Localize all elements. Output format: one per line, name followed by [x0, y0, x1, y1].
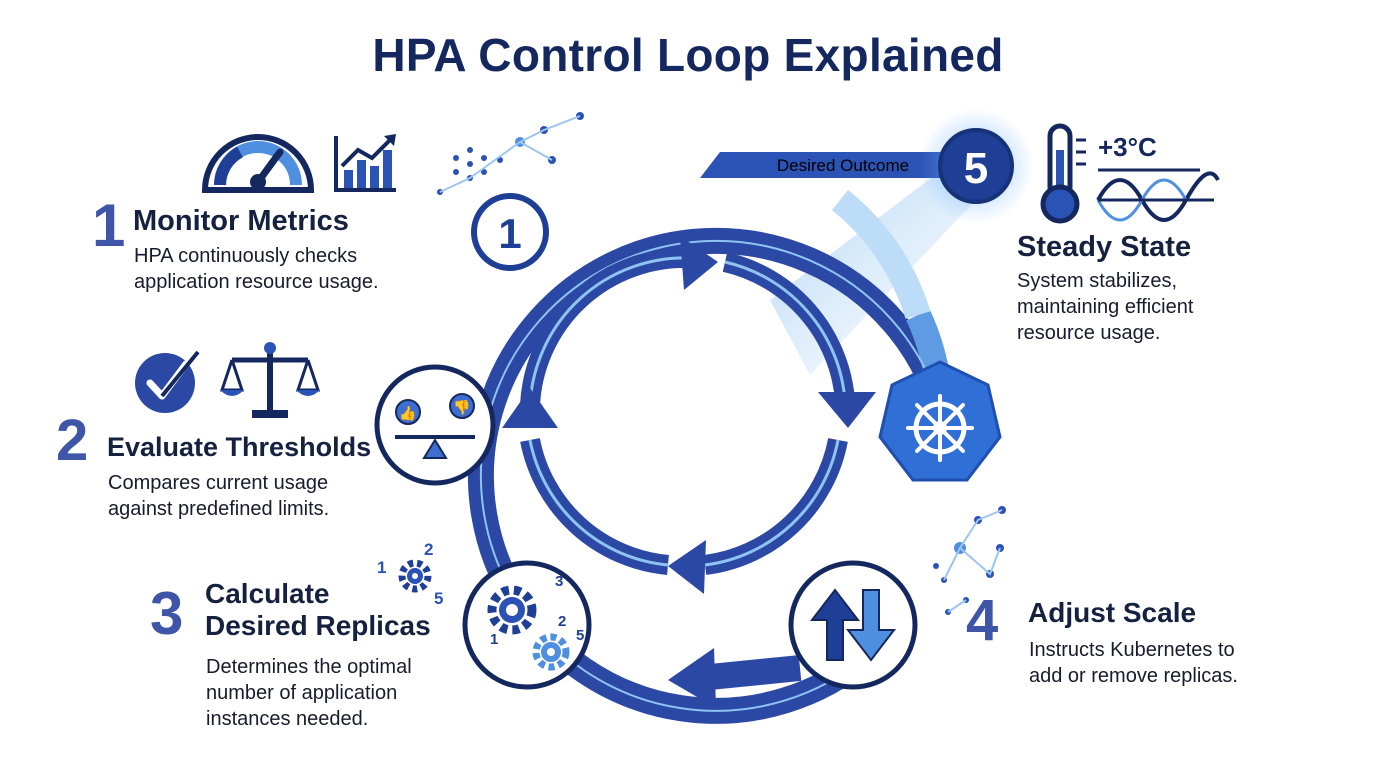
large-gear-icon	[487, 585, 537, 635]
thumbs-up-icon	[395, 399, 421, 425]
svg-text:1: 1	[377, 558, 386, 577]
desired-outcome-bar	[700, 152, 958, 178]
network-dots-decoration-top	[437, 112, 584, 195]
step3-number: 3	[150, 580, 184, 647]
calculate-node: 3 2 5 1	[462, 560, 592, 690]
step3-title: Calculate Desired Replicas	[205, 578, 431, 642]
desired-outcome-label: Desired Outcome	[777, 156, 909, 175]
small-gear-icon	[532, 633, 570, 671]
svg-text:2: 2	[558, 613, 566, 630]
sine-wave-icon	[1096, 171, 1220, 222]
step2-title: Evaluate Thresholds	[107, 432, 372, 462]
step2-description: Compares current usage against predefine…	[108, 472, 330, 520]
step1-description: HPA continuously checks application reso…	[134, 245, 379, 293]
thermometer-icon	[1040, 123, 1086, 224]
step5-badge: 5	[918, 108, 1034, 224]
gears-icon	[398, 559, 432, 593]
step5-description: System stabilizes, maintaining efficient…	[1017, 270, 1194, 344]
svg-text:👍: 👍	[399, 405, 416, 422]
up-down-arrows-icon	[809, 588, 897, 662]
step1-title: Monitor Metrics	[133, 205, 349, 237]
step1-badge-number: 1	[498, 210, 521, 257]
adjust-node	[788, 560, 918, 690]
step5-title: Steady State	[1017, 231, 1192, 263]
checkmark-icon	[135, 350, 200, 413]
svg-text:5: 5	[576, 627, 584, 644]
step1-number: 1	[92, 192, 126, 259]
page-title: HPA Control Loop Explained	[372, 29, 1004, 81]
step4-number: 4	[966, 588, 999, 653]
bar-chart-icon	[334, 134, 396, 192]
thumbs-down-icon	[449, 393, 475, 419]
svg-text:👎: 👎	[453, 399, 470, 416]
network-dots-decoration-right	[933, 506, 1006, 615]
svg-text:3: 3	[555, 573, 563, 590]
svg-text:5: 5	[434, 589, 443, 608]
svg-text:2: 2	[424, 540, 433, 559]
speedometer-icon	[201, 134, 315, 193]
step4-title: Adjust Scale	[1028, 597, 1197, 628]
inner-arrowheads	[502, 236, 876, 594]
step2-number: 2	[56, 408, 89, 473]
bottom-return-arrow	[668, 648, 802, 708]
balance-scale-icon	[219, 342, 321, 418]
inner-cycle-highlights	[528, 256, 847, 567]
step1-badge: 1	[471, 193, 549, 271]
kubernetes-helm-icon	[878, 360, 1002, 482]
step5-badge-number: 5	[964, 144, 988, 193]
temperature-readout: +3°C	[1098, 132, 1157, 162]
step4-description: Instructs Kubernetes to add or remove re…	[1029, 639, 1238, 687]
evaluate-node: 👍 👎	[374, 364, 496, 486]
step3-description: Determines the optimal number of applica…	[206, 656, 412, 730]
svg-text:1: 1	[490, 631, 498, 648]
